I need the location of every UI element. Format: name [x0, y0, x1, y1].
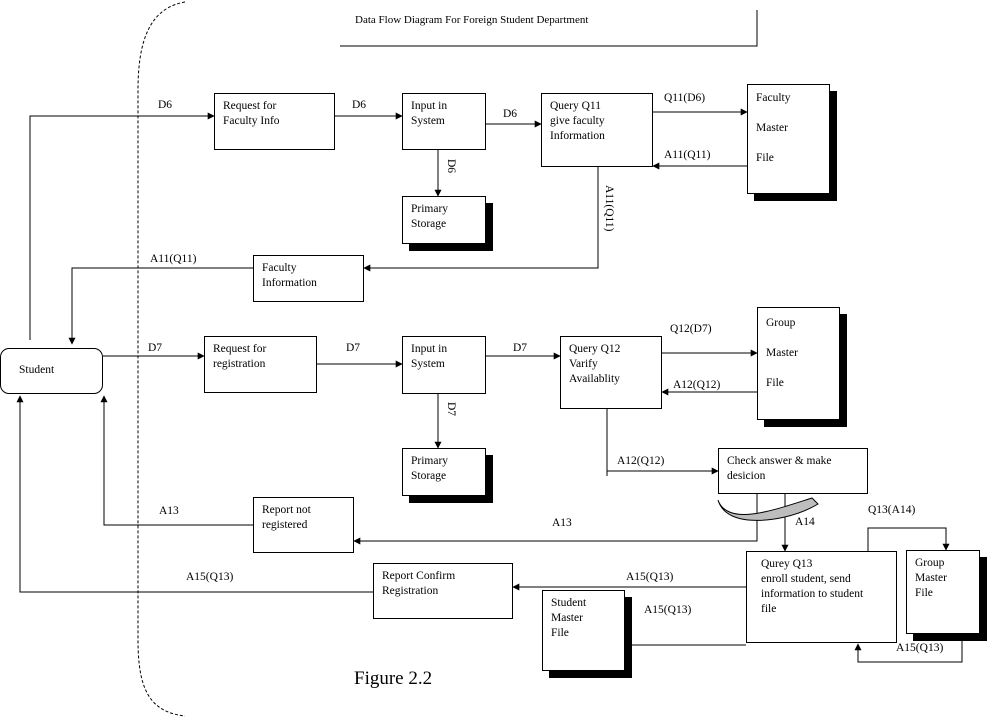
flow-label: A15(Q13)	[896, 642, 944, 654]
title-frame	[340, 10, 758, 47]
process-input-system-1: Input in System	[402, 93, 486, 150]
store-label-line: Group	[766, 317, 796, 329]
process-input-system-2: Input in System	[402, 336, 486, 394]
flow-label: A11(Q11)	[150, 253, 197, 265]
store-group-master-file-2: Group Master File	[906, 550, 980, 634]
flow-label: A11(Q11)	[603, 185, 615, 232]
flow-label: A12(Q12)	[673, 379, 721, 391]
process-report-not-registered: Report not registered	[253, 497, 354, 553]
process-check-answer: Check answer & make desicion	[718, 448, 868, 494]
flow-label: D7	[346, 342, 361, 354]
store-group-master-file-1: Group Master File	[757, 307, 840, 420]
flow-label: A11(Q11)	[664, 149, 711, 161]
flow-q13-group-file	[867, 527, 950, 551]
flow-label: A15(Q13)	[644, 604, 692, 616]
flow-check-report-not	[353, 494, 758, 545]
process-query-q11: Query Q11 give faculty Information	[541, 93, 653, 167]
flow-label: A13	[552, 517, 572, 529]
flow-label: D6	[158, 99, 173, 111]
process-request-faculty-info: Request for Faculty Info	[214, 93, 335, 150]
student-entity: Student	[0, 348, 103, 394]
flow-report-not-student	[100, 395, 253, 526]
store-label-line: Master	[756, 122, 788, 134]
process-report-confirm-registration: Report Confirm Registration	[373, 563, 513, 619]
store-label-line: File	[766, 377, 784, 389]
flow-label: D7	[513, 342, 528, 354]
flow-student-request-faculty	[29, 112, 215, 340]
flow-group-file-q13	[854, 641, 963, 663]
store-label-line: Master	[766, 347, 798, 359]
flow-label: A13	[159, 505, 179, 517]
flow-label: A15(Q13)	[626, 571, 674, 583]
process-faculty-information: Faculty Information	[253, 255, 364, 302]
store-faculty-master-file: Faculty Master File	[747, 84, 830, 194]
diagram-title: Data Flow Diagram For Foreign Student De…	[355, 14, 589, 26]
flow-faculty-info-student	[68, 267, 253, 345]
store-label-line: Faculty	[756, 92, 791, 104]
system-boundary	[137, 1, 186, 717]
flow-label: A14	[795, 516, 815, 528]
flow-label: Q11(D6)	[664, 92, 706, 104]
flow-label: D6	[445, 159, 457, 174]
store-label-line: File	[756, 152, 774, 164]
flow-label: D6	[503, 108, 518, 120]
flow-label: D7	[148, 342, 163, 354]
process-query-q12: Query Q12 Varify Availablity	[560, 336, 662, 409]
flow-label: D7	[445, 402, 457, 417]
store-student-master-file: Student Master File	[542, 590, 625, 671]
store-primary-storage-1: Primary Storage	[402, 196, 486, 244]
flow-label: A12(Q12)	[617, 455, 665, 467]
flow-report-confirm-student	[16, 395, 373, 593]
flow-label: A15(Q13)	[186, 571, 234, 583]
process-request-registration: Request for registration	[204, 336, 317, 393]
flow-label: Q12(D7)	[670, 323, 712, 335]
store-primary-storage-2: Primary Storage	[402, 448, 486, 496]
process-query-q13: Qurey Q13 enroll student, send informati…	[746, 551, 897, 643]
flow-label: Q13(A14)	[868, 504, 916, 516]
flow-q11-faculty-info	[363, 167, 599, 272]
flow-label: D6	[352, 99, 367, 111]
curved-connector	[717, 497, 819, 521]
figure-caption: Figure 2.2	[354, 668, 433, 689]
